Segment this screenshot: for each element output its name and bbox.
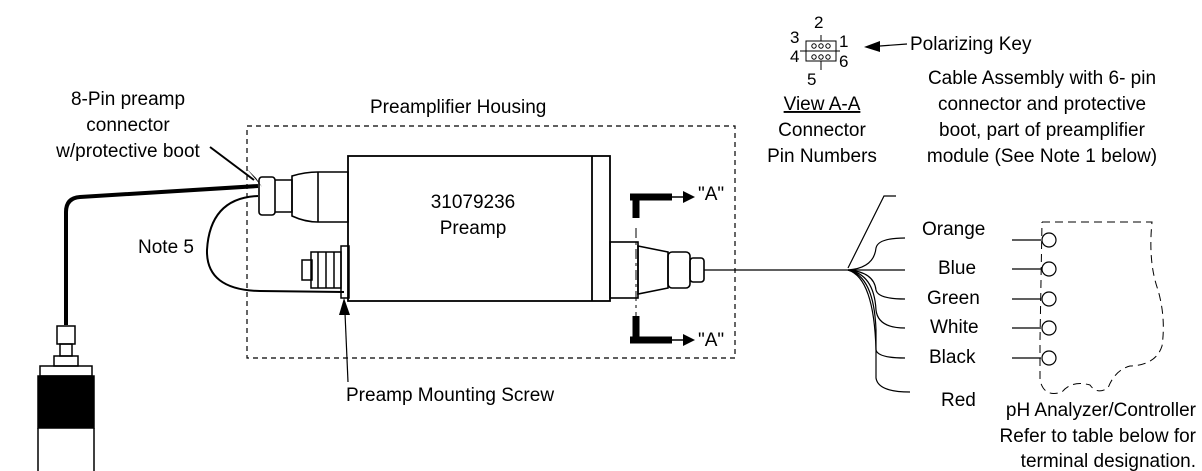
section-a-bottom-label: "A" — [698, 330, 724, 351]
analyzer-outline — [1039, 221, 1164, 394]
wire-fanout — [847, 237, 1041, 393]
mounting-screw-icon — [301, 245, 350, 299]
pin-2: 2 — [814, 13, 823, 32]
pin-6: 6 — [839, 52, 848, 71]
terminal-3 — [1041, 291, 1057, 307]
preamp-connector-line-2: connector — [86, 115, 170, 136]
section-a-top-label: "A" — [698, 184, 724, 205]
terminal-icons — [1041, 232, 1057, 366]
sensor — [37, 184, 259, 471]
analyzer-line-3: terminal designation. — [1021, 451, 1196, 471]
wire-label-red: Red — [941, 390, 976, 411]
preamp-connector-icon — [258, 171, 349, 223]
note5-label: Note 5 — [138, 237, 194, 258]
preamp-body — [347, 155, 611, 302]
wire-label-green: Green — [927, 288, 980, 309]
pin-5: 5 — [807, 70, 816, 89]
cable-assembly-line-3: boot, part of preamplifier — [939, 120, 1146, 141]
preamp-connector-line-1: 8-Pin preamp — [71, 89, 185, 110]
housing-outline — [246, 125, 736, 359]
section-line-aa — [630, 191, 695, 346]
terminal-1 — [1041, 232, 1057, 248]
mounting-screw-label: Preamp Mounting Screw — [346, 385, 554, 406]
terminal-5 — [1041, 350, 1057, 366]
terminal-2 — [1041, 261, 1057, 277]
preamp-connector-line-3: w/protective boot — [55, 141, 200, 162]
pin-view-icon — [800, 35, 840, 70]
wire-label-blue: Blue — [938, 258, 976, 279]
view-aa-label: View A-A — [784, 94, 861, 115]
preamp-name: Preamp — [440, 218, 507, 239]
pin-3: 3 — [790, 28, 799, 47]
wire-label-white: White — [930, 317, 979, 338]
cable-assembly-line-1: Cable Assembly with 6- pin — [928, 68, 1156, 89]
terminal-4 — [1041, 320, 1057, 336]
cable-assembly-leader — [847, 195, 896, 269]
preamp-part-number: 31079236 — [431, 192, 516, 213]
view-connector-label: Connector — [778, 120, 866, 141]
leader-lines — [209, 41, 908, 383]
analyzer-line-1: pH Analyzer/Controller — [1006, 400, 1197, 421]
housing-label: Preamplifier Housing — [370, 97, 546, 118]
view-pin-numbers-label: Pin Numbers — [767, 146, 877, 167]
note5-cable — [205, 195, 345, 293]
analyzer-line-2: Refer to table below for — [1000, 426, 1197, 447]
cable-assembly-line-4: module (See Note 1 below) — [927, 146, 1157, 167]
wire-label-orange: Orange — [922, 219, 985, 240]
pin-1: 1 — [839, 32, 848, 51]
output-connector-icon — [609, 241, 848, 299]
polarizing-key-label: Polarizing Key — [910, 34, 1032, 55]
pin-4: 4 — [790, 47, 799, 66]
wire-label-black: Black — [929, 347, 976, 368]
cable-assembly-line-2: connector and protective — [938, 94, 1146, 115]
